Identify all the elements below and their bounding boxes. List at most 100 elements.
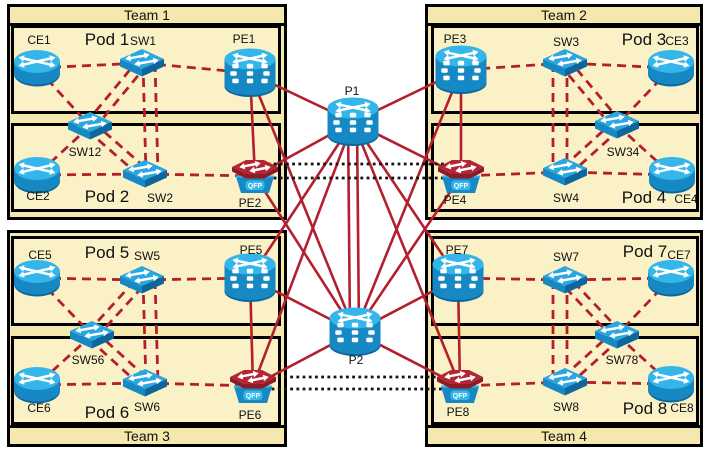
link-SW78-SW8-42 (567, 337, 621, 388)
node-SW3 (542, 47, 588, 79)
switch-icon (68, 112, 112, 140)
node-label-PE2: PE2 (238, 196, 262, 210)
node-SW1 (119, 47, 165, 79)
node-PE4: QFP (434, 157, 488, 195)
node-SW2 (122, 158, 168, 190)
qfp-label: QFP (454, 183, 469, 190)
switch-icon (543, 49, 587, 77)
link-PE6-P1-53 (251, 121, 355, 387)
pod-1-label: Pod 1 (84, 30, 130, 49)
node-PE2: QFP (228, 157, 282, 195)
node-CE6 (13, 366, 61, 404)
node-label-CE1: CE1 (27, 33, 51, 47)
node-label-P1: P1 (344, 84, 360, 98)
pod-3-label: Pod 3 (621, 30, 667, 49)
qfp-router-icon: QFP (232, 160, 278, 193)
node-CE3 (647, 49, 695, 87)
node-label-CE7: CE7 (667, 248, 691, 262)
switch-icon (595, 321, 639, 349)
node-PE5 (223, 253, 277, 303)
node-label-SW56: SW56 (71, 353, 105, 367)
p-router-icon (327, 97, 379, 146)
qfp-label: QFP (246, 393, 261, 400)
node-label-SW34: SW34 (606, 145, 640, 159)
node-PE6: QFP (226, 367, 280, 405)
link-PE1-P2-56 (248, 72, 357, 333)
switch-icon (123, 369, 167, 397)
p-router-icon (329, 307, 381, 356)
node-label-SW2: SW2 (146, 191, 174, 205)
node-label-CE4: CE4 (674, 192, 698, 206)
node-SW4 (542, 156, 588, 188)
link-SW56-SW6-30 (94, 329, 149, 381)
ce-router-icon (648, 366, 694, 403)
pe-router-icon (432, 253, 484, 302)
link-SW1-SW2-8 (141, 62, 148, 175)
ce-router-icon (648, 260, 694, 297)
link-P1-P2-65 (355, 121, 361, 333)
node-label-PE1: PE1 (232, 32, 256, 46)
team-2-title: Team 2 (428, 7, 700, 26)
node-SW8 (542, 366, 588, 398)
qfp-router-icon: QFP (437, 370, 483, 403)
node-PE1 (223, 48, 277, 98)
pe-router-icon (224, 253, 276, 302)
link-SW5-SW6-33 (153, 279, 160, 384)
link-SW56-SW5-27 (94, 282, 148, 339)
node-label-PE3: PE3 (443, 32, 467, 46)
node-CE5 (13, 259, 61, 297)
ce-router-icon (14, 50, 60, 87)
switch-icon (543, 266, 587, 294)
switch-icon (595, 111, 639, 139)
link-SW78-SW7-40 (559, 282, 615, 339)
link-SW34-SW3-16 (559, 65, 615, 129)
link-PE3-P2-58 (353, 69, 463, 333)
node-label-SW3: SW3 (552, 35, 580, 49)
node-label-SW7: SW7 (552, 250, 580, 264)
node-SW56 (69, 319, 115, 351)
node-label-PE7: PE7 (445, 243, 469, 257)
ce-router-icon (648, 50, 694, 87)
node-label-PE4: PE4 (443, 193, 467, 207)
node-SW5 (119, 264, 165, 296)
pod-4-label: Pod 4 (621, 188, 667, 207)
switch-icon (123, 160, 167, 188)
node-SW7 (542, 264, 588, 296)
qfp-label: QFP (248, 183, 263, 190)
node-label-SW6: SW6 (133, 400, 161, 414)
ce-router-icon (14, 157, 60, 194)
pod-2-label: Pod 2 (84, 187, 130, 206)
link-PE4-P2-59 (353, 175, 463, 333)
node-label-CE6: CE6 (27, 401, 51, 415)
node-label-PE6: PE6 (238, 408, 262, 422)
switch-icon (120, 49, 164, 77)
node-SW6 (122, 367, 168, 399)
node-label-SW1: SW1 (129, 34, 157, 48)
ce-router-icon (14, 260, 60, 297)
pe-router-icon (435, 45, 487, 94)
node-PE8: QFP (433, 367, 487, 405)
link-SW12-SW2-6 (92, 120, 149, 172)
qfp-router-icon: QFP (230, 370, 276, 403)
link-SW1-SW2-9 (153, 62, 160, 175)
node-label-P2: P2 (348, 353, 364, 367)
node-CE2 (13, 156, 61, 194)
node-CE8 (647, 365, 695, 403)
node-CE1 (13, 49, 61, 87)
link-PE7-P1-54 (351, 121, 460, 279)
team-4-title: Team 4 (428, 425, 700, 444)
pod-7-label: Pod 7 (622, 242, 668, 261)
qfp-label: QFP (453, 393, 468, 400)
node-CE4 (648, 156, 696, 194)
switch-icon (120, 266, 164, 294)
link-SW34-SW4-18 (567, 127, 621, 178)
link-SW5-SW6-32 (141, 279, 148, 384)
link-SW56-SW6-29 (88, 337, 143, 389)
pod-5-label: Pod 5 (84, 243, 130, 262)
node-SW34 (594, 109, 640, 141)
node-SW78 (594, 319, 640, 351)
ce-router-icon (14, 367, 60, 404)
node-label-PE5: PE5 (239, 243, 263, 257)
